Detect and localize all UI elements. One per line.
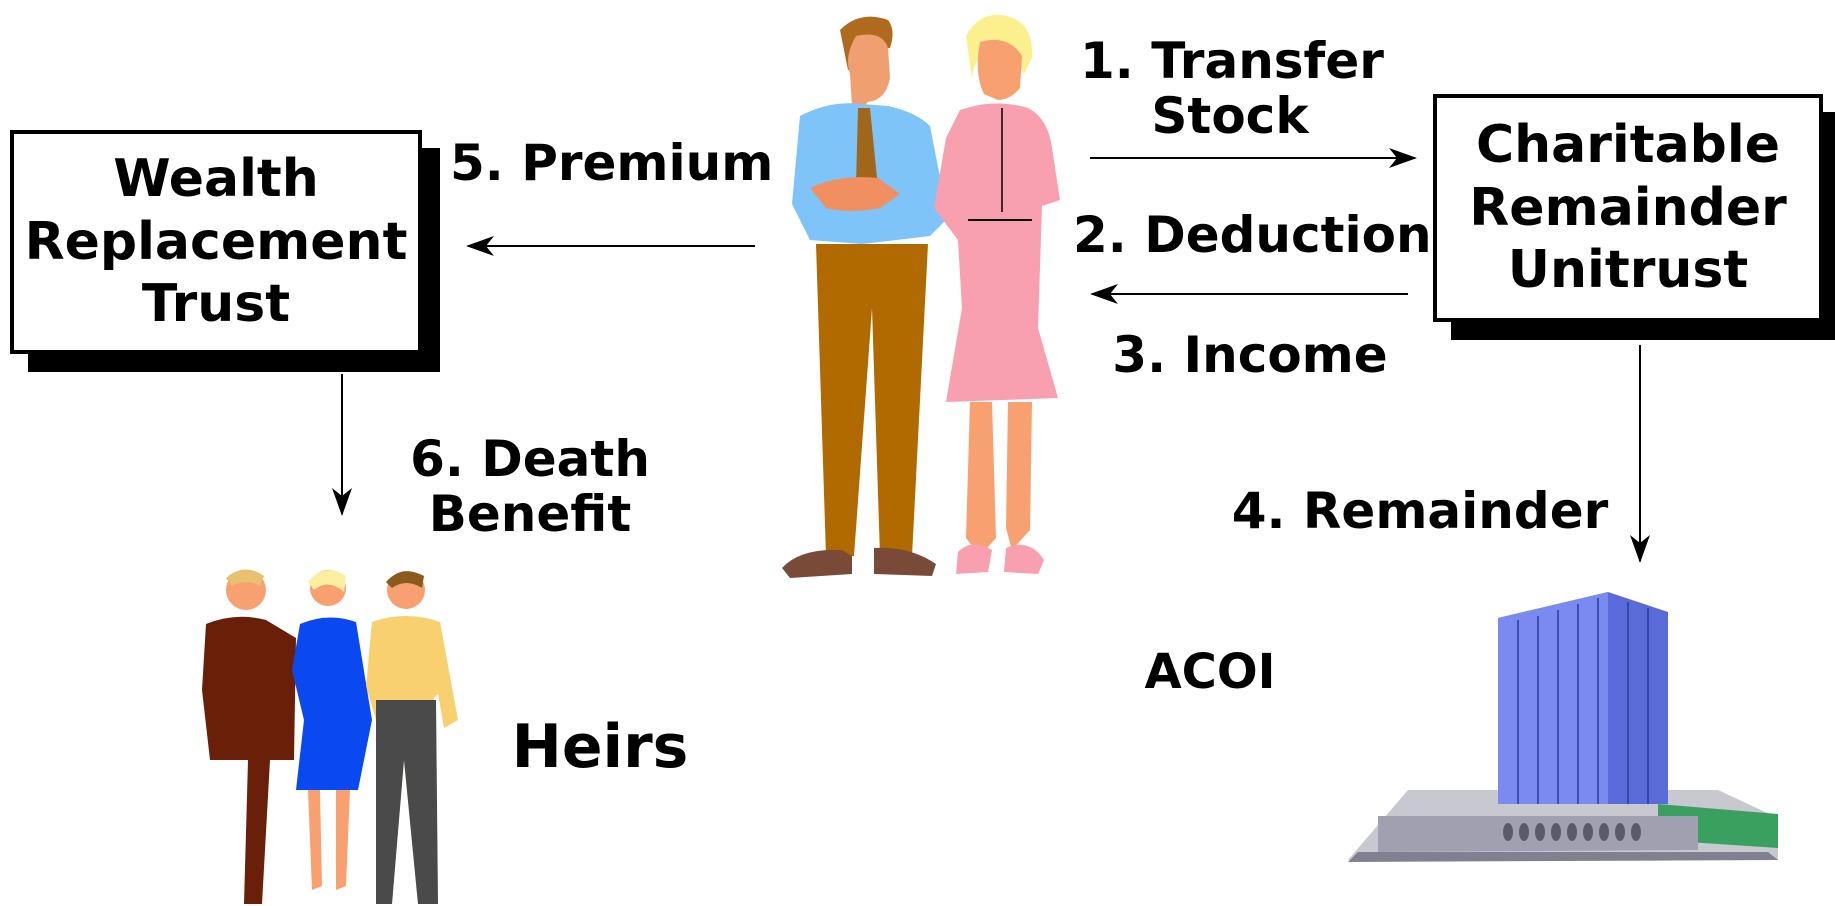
wealth-trust-line-2: Replacement xyxy=(24,211,408,272)
heirs-clipart-icon xyxy=(202,569,458,904)
death-benefit-line-1: 6. Death xyxy=(410,430,650,488)
label-premium: 5. Premium xyxy=(450,134,774,192)
crut-line-3: Unitrust xyxy=(1507,240,1749,301)
label-deduction: 2. Deduction xyxy=(1073,206,1432,264)
crut-line-2: Remainder xyxy=(1469,177,1787,238)
death-benefit-line-2: Benefit xyxy=(428,485,632,543)
transfer-stock-line-2: Stock xyxy=(1151,87,1309,145)
charitable-remainder-unitrust-box: Charitable Remainder Unitrust xyxy=(1433,94,1823,322)
transfer-stock-line-1: 1. Transfer xyxy=(1080,32,1384,90)
building-clipart-icon xyxy=(1348,592,1778,862)
wealth-replacement-trust-box: Wealth Replacement Trust xyxy=(10,130,422,354)
label-income: 3. Income xyxy=(1112,326,1388,384)
label-transfer-stock: 1. Transfer Stock xyxy=(1080,32,1384,145)
wealth-trust-line-1: Wealth xyxy=(113,149,319,210)
label-heirs: Heirs xyxy=(511,712,689,782)
couple-clipart-icon xyxy=(782,14,1060,578)
label-acoi: ACOI xyxy=(1144,644,1276,700)
label-death-benefit: 6. Death Benefit xyxy=(400,432,660,542)
crut-line-1: Charitable xyxy=(1475,115,1780,176)
label-remainder: 4. Remainder xyxy=(1231,482,1609,540)
wealth-trust-line-3: Trust xyxy=(141,274,291,335)
